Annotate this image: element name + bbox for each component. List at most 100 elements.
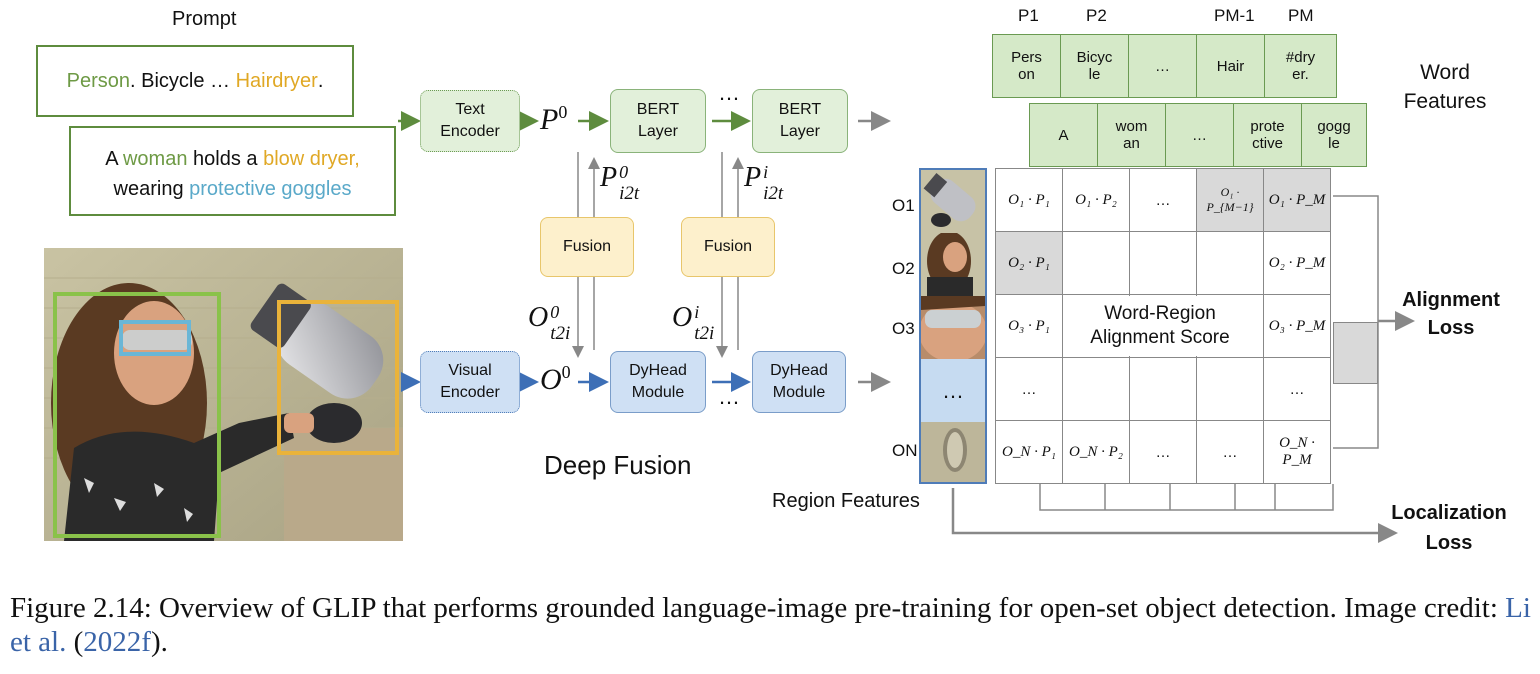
- word-token: A: [1029, 103, 1098, 167]
- region-thumb-ellipsis: …: [921, 359, 985, 422]
- visual-encoder-label: Visual Encoder: [440, 362, 500, 401]
- p-label-2: P2: [1086, 6, 1107, 25]
- fusion-block-2: Fusion: [681, 217, 775, 277]
- matrix-cell: O₁ · P₁: [995, 168, 1063, 232]
- fusion-block-2-label: Fusion: [703, 238, 753, 255]
- deep-fusion-label: Deep Fusion: [544, 450, 692, 480]
- sentence-woman: woman: [122, 148, 188, 170]
- word-token: Hair: [1196, 34, 1265, 98]
- matrix-cell: …: [995, 357, 1063, 421]
- matrix-cell: [1062, 231, 1130, 295]
- word-token: Pers on: [992, 34, 1061, 98]
- word-token: prote ctive: [1233, 103, 1302, 167]
- dyhead-module-2: DyHead Module: [752, 351, 846, 413]
- word-token: wom an: [1097, 103, 1166, 167]
- caption-citation-year[interactable]: 2022f: [83, 626, 151, 658]
- word-token: Bicyc le: [1060, 34, 1129, 98]
- region-label-o1: O1: [892, 196, 915, 215]
- matrix-cell: [1062, 357, 1130, 421]
- bbox-goggles: [119, 320, 191, 356]
- caption-citation-close: ).: [150, 626, 168, 658]
- symbol-o0: O0: [540, 362, 571, 396]
- dyhead-module-1: DyHead Module: [610, 351, 706, 413]
- region-label-o2: O2: [892, 259, 915, 278]
- ellipsis-top: …: [718, 80, 740, 105]
- p-label-1: P1: [1018, 6, 1039, 25]
- matrix-cell-highlight: O₁ · P_M: [1263, 168, 1331, 232]
- word-token: …: [1128, 34, 1197, 98]
- region-thumb-goggles: [921, 296, 985, 359]
- region-features-column: …: [919, 168, 987, 484]
- dyhead-module-1-label: DyHead Module: [629, 362, 687, 401]
- woman-thumbnail: [921, 233, 985, 296]
- bbox-person: [53, 292, 221, 538]
- word-token: …: [1165, 103, 1234, 167]
- sentence-goggles: protective goggles: [189, 178, 352, 200]
- alignment-loss-label: Alignment Loss: [1402, 289, 1500, 339]
- region-thumb-dryer: [921, 170, 985, 233]
- sentence-a: A: [105, 148, 123, 170]
- matrix-cell: O₁ · P₂: [1062, 168, 1130, 232]
- matrix-cell: …: [1196, 420, 1264, 484]
- word-features-row-1: Pers on Bicyc le … Hair #dry er.: [992, 34, 1337, 98]
- matrix-cell: [1129, 231, 1197, 295]
- matrix-cell: …: [1129, 420, 1197, 484]
- matrix-cell: O_N · P_M: [1263, 420, 1331, 484]
- ellipsis-bottom: …: [718, 384, 740, 409]
- word-features-label: Word Features: [1403, 61, 1487, 113]
- text-encoder-box: Text Encoder: [420, 90, 520, 152]
- fusion-block-1-label: Fusion: [562, 238, 612, 255]
- region-thumb-woman: [921, 233, 985, 296]
- region-label-o3: O3: [892, 319, 915, 338]
- prompt-box-sentence: A woman holds a blow dryer, wearing prot…: [69, 126, 396, 216]
- alignment-matrix: O₁ · P₁ O₁ · P₂ … O₁ · P_{M−1} O₁ · P_M …: [995, 168, 1335, 484]
- region-label-on: ON: [892, 441, 918, 460]
- symbol-p0: P0: [540, 102, 568, 136]
- caption-text: Figure 2.14: Overview of GLIP that perfo…: [10, 592, 1506, 624]
- alignment-target-cell: [1333, 322, 1378, 384]
- figure-caption: Figure 2.14: Overview of GLIP that perfo…: [10, 591, 1535, 659]
- sentence-blow-dryer: blow dryer,: [263, 148, 360, 170]
- matrix-cell: O₃ · P_M: [1263, 294, 1331, 358]
- matrix-cell-highlight: O₁ · P_{M−1}: [1196, 168, 1264, 232]
- matrix-cell: O₃ · P₁: [995, 294, 1063, 358]
- localization-loss-label: Localization Loss: [1391, 502, 1507, 554]
- matrix-cell: O₂ · P_M: [1263, 231, 1331, 295]
- bert-layer-1-label: BERT Layer: [636, 101, 680, 140]
- bert-layer-2-label: BERT Layer: [778, 101, 822, 140]
- dryer-thumbnail: [921, 170, 985, 233]
- prompt-text-middle: . Bicycle …: [129, 69, 236, 92]
- caption-citation-open: (: [66, 626, 84, 658]
- prompt-box-categories: Person. Bicycle … Hairdryer.: [36, 45, 354, 117]
- matrix-cell: …: [1129, 168, 1197, 232]
- visual-encoder-box: Visual Encoder: [420, 351, 520, 413]
- prompt-text-end: .: [317, 69, 324, 92]
- bert-layer-1: BERT Layer: [610, 89, 706, 153]
- prompt-heading: Prompt: [172, 8, 237, 30]
- alignment-score-label: Word-Region Alignment Score: [1067, 296, 1253, 356]
- region-features-label: Region Features: [772, 490, 920, 512]
- matrix-cell: …: [1263, 357, 1331, 421]
- matrix-cell: O_N · P₂: [1062, 420, 1130, 484]
- matrix-cell: [1129, 357, 1197, 421]
- photo-illustration: [44, 248, 403, 541]
- p-label-m-1: PM-1: [1214, 6, 1255, 25]
- matrix-cell-highlight: O₂ · P₁: [995, 231, 1063, 295]
- region-thumb-clock: [921, 422, 985, 482]
- fusion-block-1: Fusion: [540, 217, 634, 277]
- matrix-cell: [1196, 231, 1264, 295]
- sentence-wearing: wearing: [113, 178, 190, 200]
- caption-citation-name[interactable]: Li et al.: [10, 592, 1531, 658]
- matrix-cell: [1196, 357, 1264, 421]
- clock-thumbnail: [921, 422, 985, 482]
- dyhead-module-2-label: DyHead Module: [770, 362, 828, 401]
- input-photo: [44, 248, 403, 541]
- word-features-row-2: A wom an … prote ctive gogg le: [1029, 103, 1367, 167]
- bert-layer-2: BERT Layer: [752, 89, 848, 153]
- prompt-word-person: Person: [66, 69, 130, 92]
- word-token: #dry er.: [1264, 34, 1337, 98]
